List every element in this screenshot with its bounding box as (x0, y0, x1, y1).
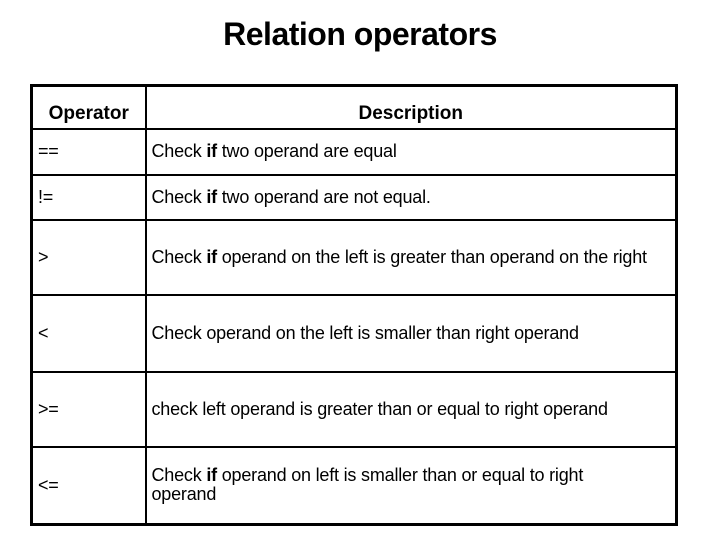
table-row: >=check left operand is greater than or … (30, 370, 678, 448)
description-cell: check left operand is greater than or eq… (144, 370, 678, 448)
description-cell: Check if two operand are equal (144, 127, 678, 176)
table-row: !=Check if two operand are not equal. (30, 173, 678, 221)
description-cell: Check if two operand are not equal. (144, 173, 678, 221)
table-row: <Check operand on the left is smaller th… (30, 293, 678, 373)
operator-cell: > (30, 218, 147, 296)
page-title: Relation operators (223, 16, 497, 52)
operator-cell: < (30, 293, 147, 373)
table-body: ==Check if two operand are equal!=Check … (30, 127, 678, 526)
description-cell: Check operand on the left is smaller tha… (144, 293, 678, 373)
table-row: <=Check if operand on left is smaller th… (30, 445, 678, 526)
table-header-row: Operator Description (30, 84, 678, 130)
description-cell: Check if operand on the left is greater … (144, 218, 678, 296)
table-row: ==Check if two operand are equal (30, 127, 678, 176)
operator-cell: >= (30, 370, 147, 448)
operator-cell: != (30, 173, 147, 221)
header-cell-description: Description (144, 84, 678, 130)
operators-table: Operator Description ==Check if two oper… (30, 84, 678, 526)
table-row: >Check if operand on the left is greater… (30, 218, 678, 296)
header-cell-operator: Operator (30, 84, 147, 130)
operator-cell: <= (30, 445, 147, 526)
operator-cell: == (30, 127, 147, 176)
description-cell: Check if operand on left is smaller than… (144, 445, 678, 526)
